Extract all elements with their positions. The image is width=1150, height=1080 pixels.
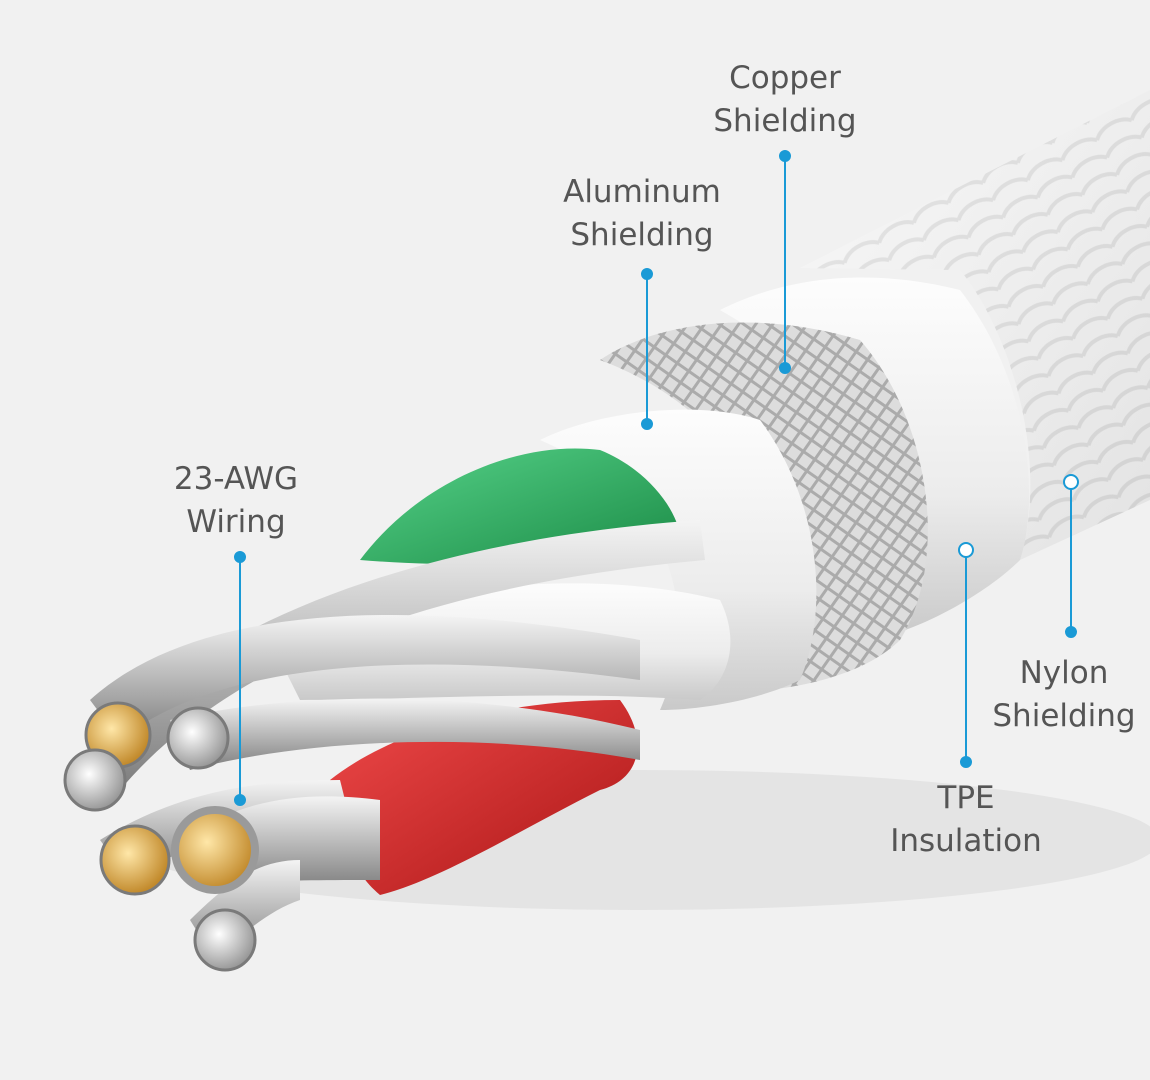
tpe-bottom-dot [960, 756, 972, 768]
tpe-target-dot [958, 542, 974, 558]
nylon-bottom-dot [1065, 626, 1077, 638]
copper-shielding-label: Copper Shielding [713, 60, 857, 139]
wiring-top-dot [234, 551, 246, 563]
strand-ends [63, 701, 259, 972]
nylon-shielding-label: Nylon Shielding [992, 655, 1136, 734]
aluminum-top-dot [641, 268, 653, 280]
copper-target-dot [779, 362, 791, 374]
nylon-target-dot [1063, 474, 1079, 490]
tpe-insulation-label: TPE Insulation [890, 780, 1042, 859]
red-conductor [330, 700, 638, 895]
awg-wiring-label: 23-AWG Wiring [173, 461, 299, 540]
wiring-target-dot [234, 794, 246, 806]
copper-top-dot [779, 150, 791, 162]
aluminum-shielding-label: Aluminum Shielding [563, 174, 721, 253]
aluminum-target-dot [641, 418, 653, 430]
